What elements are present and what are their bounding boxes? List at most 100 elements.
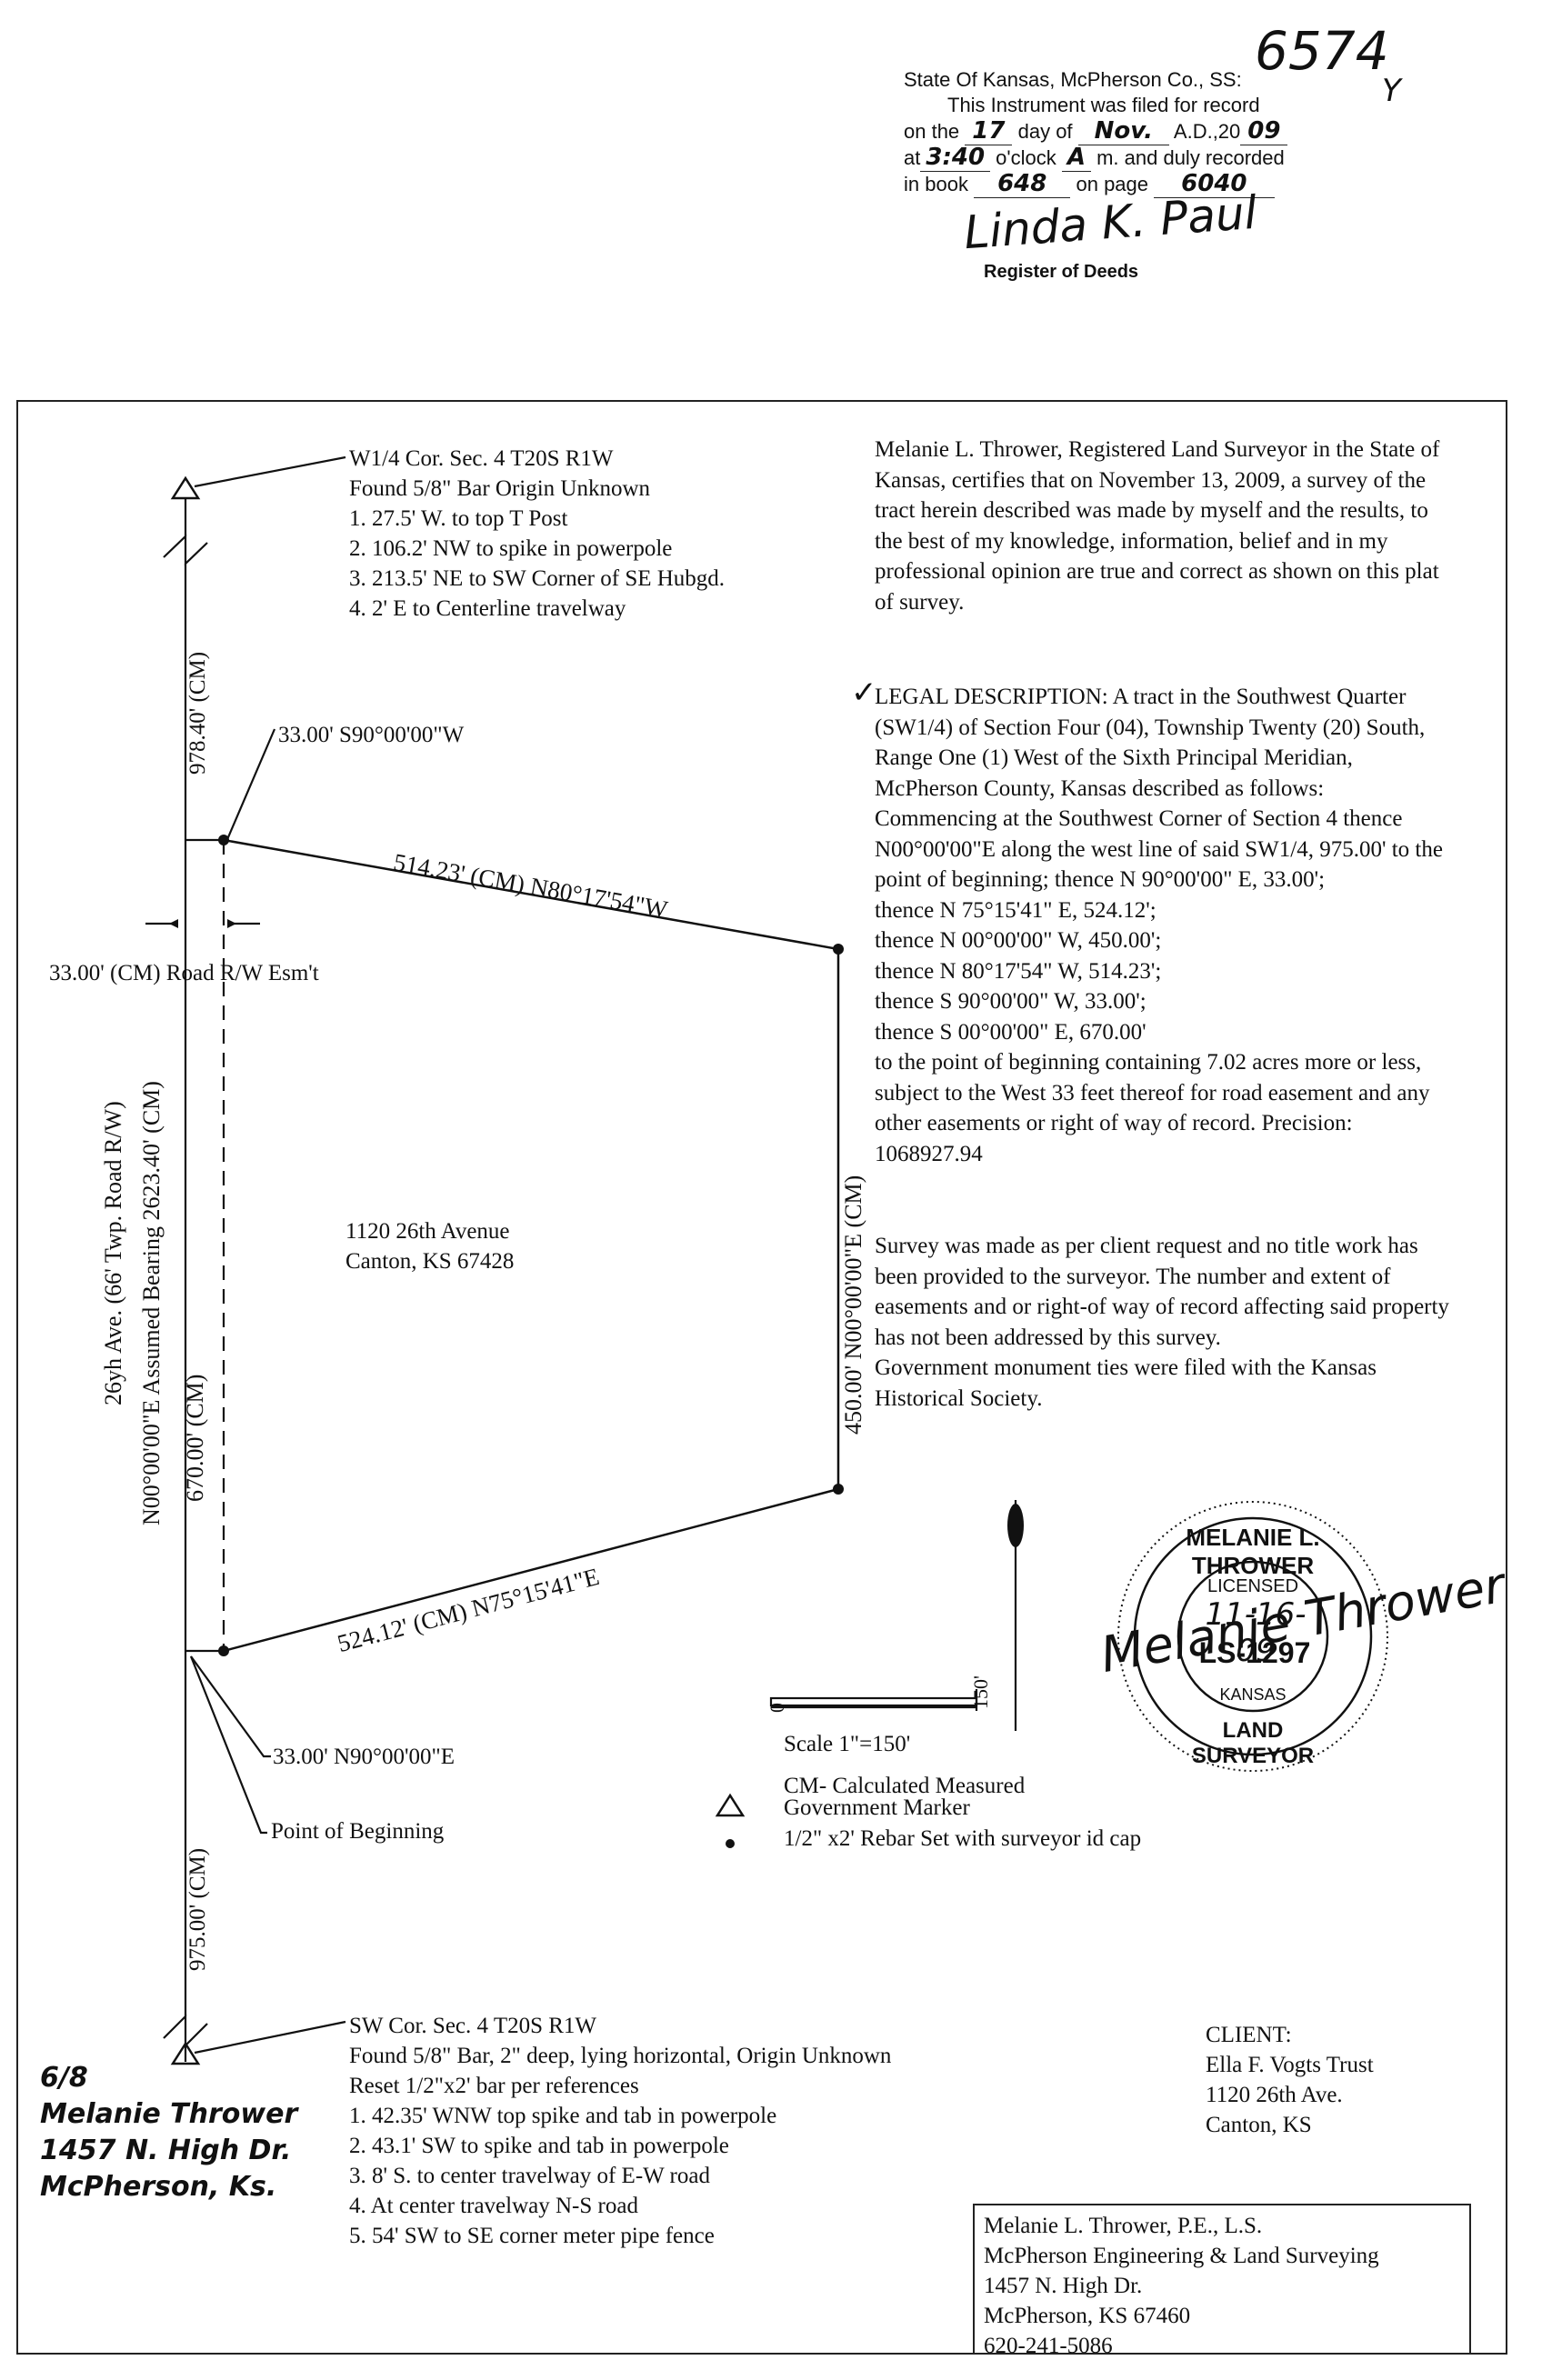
point-of-beginning-label: Point of Beginning: [271, 1819, 445, 1844]
leader-bottom-offset: [190, 1655, 271, 1758]
scale-150-label: 150': [969, 1675, 992, 1709]
leader-w14: [194, 455, 346, 488]
road-dim-arrow-right: [227, 919, 236, 928]
survey-notes: Survey was made as per client request an…: [875, 1231, 1449, 1414]
legal-heading: LEGAL DESCRIPTION:: [875, 685, 1108, 709]
rebar-south-east: [833, 1484, 844, 1495]
stamp-line-2: This Instrument was filed for record: [947, 94, 1260, 116]
w14-corner-notes: W1/4 Cor. Sec. 4 T20S R1W Found 5/8" Bar…: [349, 444, 725, 624]
stamp-book: 648: [974, 170, 1071, 198]
sw-ref-5: 5. 54' SW to SE corner meter pipe fence: [349, 2224, 715, 2248]
legal-call-4: thence S 90°00'00" W, 33.00';: [875, 989, 1146, 1014]
firm-info-box: Melanie L. Thrower, P.E., L.S. McPherson…: [973, 2204, 1471, 2358]
w14-ref-1: 1. 27.5' W. to top T Post: [349, 506, 568, 531]
leader-pob: [189, 1655, 267, 1835]
stamp-page: 6040: [1154, 170, 1275, 198]
north-arrow-head: [1007, 1504, 1024, 1547]
rebar-pob: [218, 1645, 229, 1656]
firm-line-2: McPherson Engineering & Land Surveying: [984, 2244, 1379, 2268]
seal-bottom: LAND SURVEYOR: [1191, 1718, 1315, 1768]
handnote-date: 6/8: [40, 2062, 88, 2094]
address-line-2: Canton, KS 67428: [345, 1249, 515, 1274]
assumed-bearing-label: N00°00'00"E Assumed Bearing 2623.40' (CM…: [138, 1081, 165, 1525]
scale-bar: [769, 1696, 978, 1707]
tract-boundary: [223, 838, 840, 1653]
firm-line-3: 1457 N. High Dr.: [984, 2274, 1143, 2298]
sw-ref-3: 3. 8' S. to center travelway of E-W road: [349, 2164, 710, 2188]
stamp-line-5: in book 648 on page 6040: [904, 170, 1287, 198]
seal-licensed: LICENSED: [1207, 1576, 1299, 1596]
east-line-label: 450.00' N00°00'00"E (CM): [840, 1175, 866, 1435]
firm-line-1: Melanie L. Thrower, P.E., L.S.: [984, 2214, 1263, 2238]
legal-closing: to the point of beginning containing 7.0…: [875, 1050, 1430, 1166]
legal-intro: A tract in the Southwest Quarter (SW1/4)…: [875, 685, 1443, 892]
road-name-label: 26yh Ave. (66' Twp. Road R/W): [100, 1101, 126, 1405]
sw-ref-1: 1. 42.35' WNW top spike and tab in power…: [349, 2104, 777, 2128]
firm-line-5: 620-241-5086: [984, 2334, 1113, 2358]
seal-name: MELANIE L. THROWER: [1186, 1524, 1320, 1579]
stamp-time: 3:40: [920, 144, 991, 172]
legend-rebar-icon: [726, 1839, 735, 1848]
handnote-name: Melanie Thrower: [40, 2098, 298, 2130]
dist-975-label: 975.00' (CM): [185, 1847, 210, 1971]
w14-heading: W1/4 Cor. Sec. 4 T20S R1W: [349, 446, 614, 471]
address-line-1: 1120 26th Avenue: [345, 1219, 510, 1244]
top-offset-label: 33.00' S90°00'00"W: [278, 723, 465, 747]
seal-number: LS-1297: [1198, 1636, 1311, 1669]
legal-call-3: thence N 80°17'54" W, 514.23';: [875, 958, 1162, 984]
handwritten-note: 6/8 Melanie Thrower 1457 N. High Dr. McP…: [40, 2060, 297, 2205]
legend-rebar: 1/2" x2' Rebar Set with surveyor id cap: [784, 1826, 1142, 1851]
scale-zero-label: 0: [766, 1703, 788, 1713]
government-marker-sw: [170, 2041, 201, 2065]
legal-description: LEGAL DESCRIPTION: A tract in the Southw…: [875, 682, 1449, 1169]
w14-found: Found 5/8" Bar Origin Unknown: [349, 476, 651, 501]
legal-call-1: thence N 75°15'41" E, 524.12';: [875, 897, 1156, 923]
leader-sw: [194, 2020, 346, 2055]
sw-heading: SW Cor. Sec. 4 T20S R1W: [349, 2014, 597, 2038]
sw-ref-4: 4. At center travelway N-S road: [349, 2194, 638, 2218]
certification-text: Melanie L. Thrower, Registered Land Surv…: [875, 437, 1440, 615]
legend-marker-icon: [715, 1793, 746, 1817]
road-easement-label: 33.00' (CM) Road R/W Esm't: [49, 961, 319, 985]
survey-note-1: Survey was made as per client request an…: [875, 1234, 1449, 1350]
seal-state: KANSAS: [1219, 1685, 1287, 1704]
bottom-offset-label: 33.00' N90°00'00"E: [273, 1745, 456, 1769]
legal-call-5: thence S 00°00'00" E, 670.00': [875, 1019, 1146, 1045]
handnote-city: McPherson, Ks.: [40, 2171, 277, 2203]
sw-ref-2: 2. 43.1' SW to spike and tab in powerpol…: [349, 2134, 729, 2158]
stamp-year: 09: [1240, 117, 1288, 145]
w14-ref-4: 4. 2' E to Centerline travelway: [349, 596, 626, 621]
rebar-north-east: [833, 944, 844, 955]
stamp-day: 17: [965, 117, 1013, 145]
property-address: 1120 26th Avenue Canton, KS 67428: [345, 1216, 514, 1276]
west-line-label: 670.00' (CM): [182, 1374, 208, 1502]
client-addr-2: Canton, KS: [1206, 2113, 1312, 2137]
legend-gov-marker: Government Marker: [784, 1795, 970, 1820]
document-number: 6574: [1255, 20, 1389, 82]
seal-date: 11-16-09: [1205, 1596, 1307, 1669]
legal-check-mark: ✓: [851, 675, 877, 711]
client-label: CLIENT:: [1206, 2023, 1292, 2047]
firm-line-4: McPherson, KS 67460: [984, 2304, 1191, 2328]
handnote-addr: 1457 N. High Dr.: [40, 2135, 292, 2166]
legal-call-2: thence N 00°00'00" W, 450.00';: [875, 928, 1162, 953]
recording-stamp: State Of Kansas, McPherson Co., SS: This…: [904, 67, 1288, 198]
leader-top-offset: [224, 728, 276, 845]
scale-label: Scale 1"=150': [784, 1732, 911, 1756]
road-dim-arrow-left: [169, 919, 178, 928]
government-marker-w14: [170, 475, 201, 500]
plat-border: [16, 400, 1507, 2355]
stamp-line-1: State Of Kansas, McPherson Co., SS:: [904, 68, 1242, 91]
break-symbol-lower: [163, 2014, 208, 2048]
surveyor-seal: MELANIE L. THROWER LICENSED 11-16-09 LS-…: [1116, 1500, 1389, 1773]
w14-ref-3: 3. 213.5' NE to SW Corner of SE Hubgd.: [349, 566, 726, 591]
legend-cm: CM- Calculated Measured: [784, 1774, 1026, 1798]
client-name: Ella F. Vogts Trust: [1206, 2053, 1374, 2077]
break-symbol-upper: [163, 534, 208, 566]
seal-ring: [1117, 1501, 1388, 1772]
stamp-month: Nov.: [1077, 117, 1169, 145]
document-number-mark: Y: [1382, 73, 1401, 109]
